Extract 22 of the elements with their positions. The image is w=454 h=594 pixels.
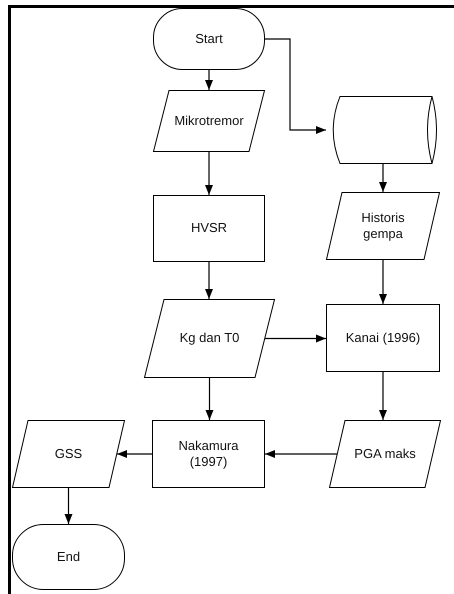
arrow xyxy=(205,70,213,90)
node-label: End xyxy=(56,548,82,566)
arrow xyxy=(265,38,326,134)
arrow xyxy=(265,450,337,458)
arrow xyxy=(64,488,72,524)
arrow xyxy=(205,152,213,195)
arrow xyxy=(206,378,214,420)
node-label: Start xyxy=(194,30,224,48)
arrow xyxy=(379,372,387,420)
node-label: Kanai (1996) xyxy=(344,330,422,346)
node-label: Mikrotremor xyxy=(173,112,245,130)
arrow xyxy=(205,262,213,299)
node-label: Kg dan T0 xyxy=(178,330,240,347)
arrow xyxy=(265,334,326,342)
node-label: Historis gempa xyxy=(360,210,406,242)
node-label: HVSR xyxy=(190,220,228,237)
arrow xyxy=(379,164,387,192)
arrow xyxy=(117,450,152,458)
node-label: Nakamura (1997) xyxy=(178,438,240,470)
node-label: PGA maks xyxy=(353,446,417,462)
node-label: GSS xyxy=(54,446,84,462)
arrow xyxy=(379,260,387,304)
